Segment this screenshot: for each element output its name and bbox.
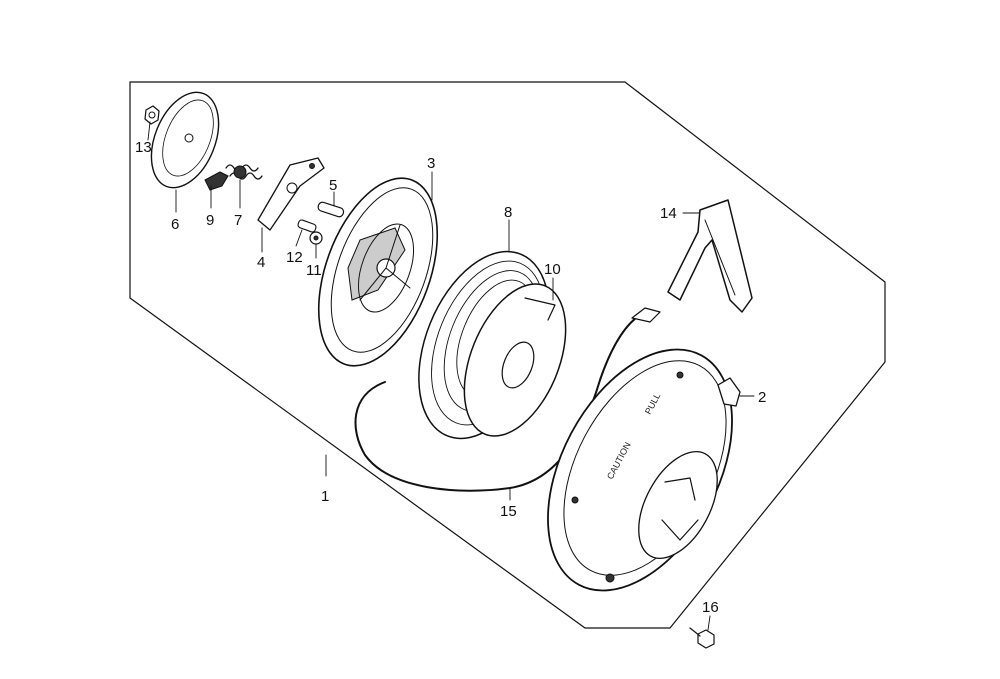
part-4-guide-arm bbox=[257, 157, 325, 231]
label-8: 8 bbox=[504, 204, 512, 221]
label-2: 2 bbox=[758, 389, 766, 406]
part-6-cover-plate bbox=[150, 91, 220, 189]
label-13: 13 bbox=[135, 139, 152, 156]
part-14-starter-grip bbox=[667, 199, 753, 313]
starter-case: CAUTION PULL bbox=[547, 348, 733, 592]
label-16: 16 bbox=[702, 599, 719, 616]
label-6: 6 bbox=[171, 216, 179, 233]
part-13-nut bbox=[144, 105, 160, 125]
label-7: 7 bbox=[234, 212, 242, 229]
rope-hook bbox=[631, 307, 661, 323]
part-11-washer bbox=[309, 231, 323, 245]
label-11: 11 bbox=[306, 262, 322, 279]
leader-lines bbox=[147, 121, 755, 631]
part-16-bolt bbox=[689, 627, 715, 649]
part-9-ratchet bbox=[204, 171, 229, 191]
label-9: 9 bbox=[206, 212, 214, 229]
part-7-spring bbox=[225, 164, 263, 180]
label-1: 1 bbox=[321, 488, 329, 505]
label-15: 15 bbox=[500, 503, 517, 520]
label-10: 10 bbox=[544, 261, 561, 278]
assembly-outline bbox=[129, 81, 886, 629]
part-5-pin bbox=[317, 201, 345, 218]
part-12-pin bbox=[297, 219, 317, 233]
label-5: 5 bbox=[329, 177, 337, 194]
label-12: 12 bbox=[286, 249, 303, 266]
callout-labels: 13 6 9 7 4 5 12 11 3 8 10 14 2 15 1 16 bbox=[135, 139, 766, 616]
part-2-rope-guide bbox=[717, 377, 741, 407]
label-14: 14 bbox=[660, 205, 677, 222]
part-10-spring-case bbox=[463, 283, 567, 437]
label-4: 4 bbox=[257, 254, 265, 271]
part-3-reel bbox=[317, 177, 439, 367]
label-3: 3 bbox=[427, 155, 435, 172]
